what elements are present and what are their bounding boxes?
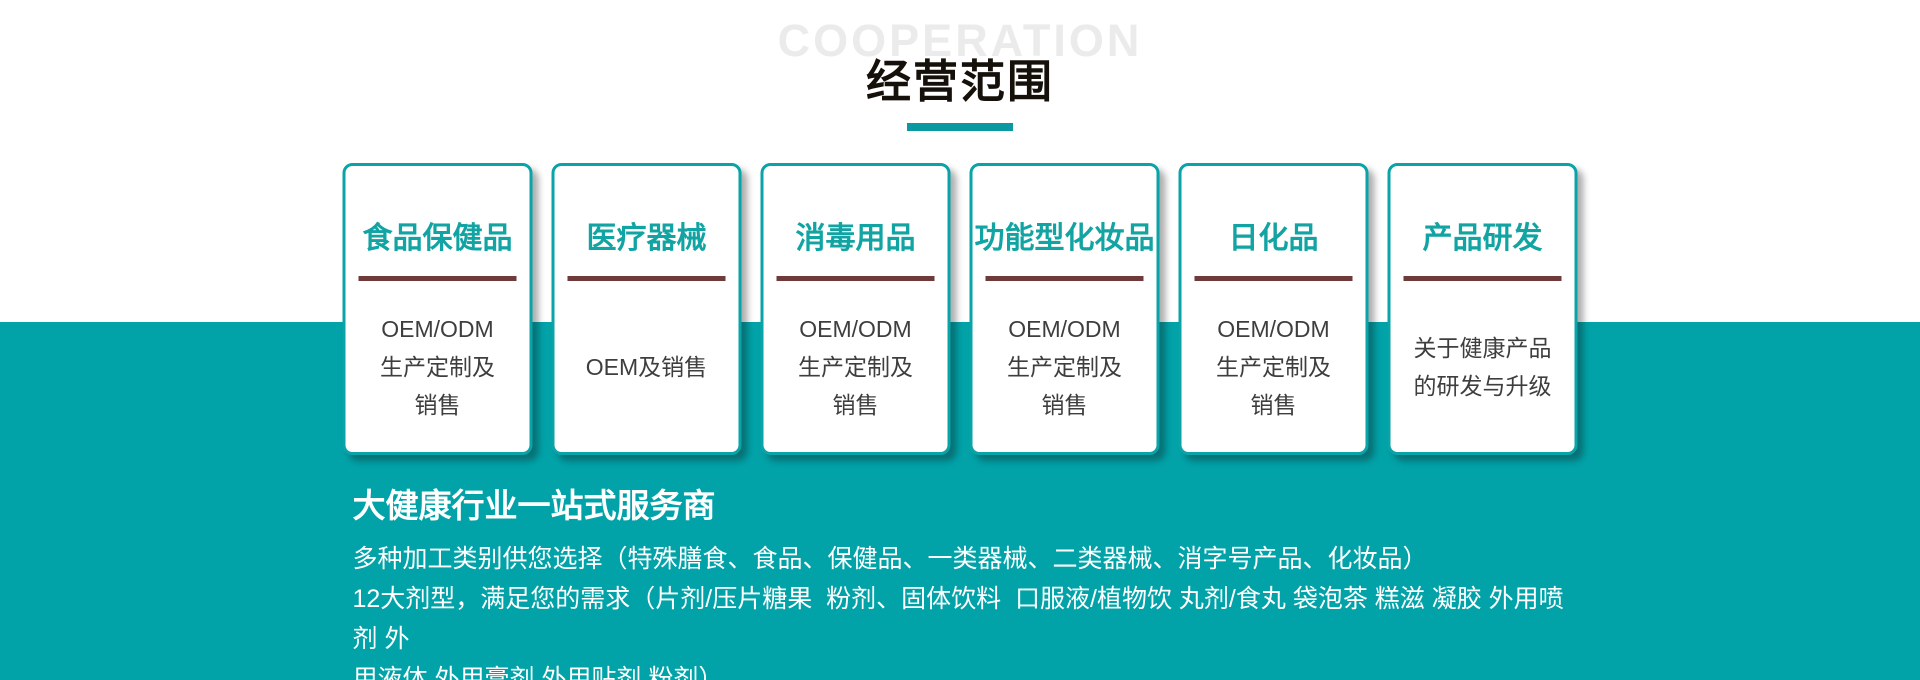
- card-description-line: 生产定制及: [798, 353, 913, 380]
- services-heading: 大健康行业一站式服务商: [352, 487, 716, 524]
- card-description: OEM/ODM 生产定制及销售: [764, 281, 948, 452]
- card-title-underline: [1403, 276, 1562, 281]
- card-title: 功能型化妆品: [974, 222, 1155, 255]
- card-description-line: OEM/ODM: [799, 315, 912, 342]
- business-card: 消毒用品 OEM/ODM 生产定制及销售: [760, 163, 951, 455]
- business-card: 产品研发 关于健康产品的研发与升级: [1387, 163, 1578, 455]
- card-description-line: OEM/ODM: [1217, 315, 1330, 342]
- title-divider: [907, 123, 1013, 131]
- card-title-underline: [776, 276, 935, 281]
- business-cards-row: 食品保健品 OEM/ODM 生产定制及销售 医疗器械 OEM及销售 消毒用品 OE…: [342, 163, 1578, 455]
- card-title: 产品研发: [1422, 222, 1543, 255]
- card-description-line: OEM/ODM: [381, 315, 494, 342]
- card-description: OEM/ODM 生产定制及销售: [346, 281, 530, 452]
- services-detail-line: 多种加工类别供您选择（特殊膳食、食品、保健品、一类器械、二类器械、消字号产品、化…: [352, 545, 1428, 573]
- card-title-underline: [567, 276, 726, 281]
- services-summary: 大健康行业一站式服务商 多种加工类别供您选择（特殊膳食、食品、保健品、一类器械、…: [343, 485, 1578, 680]
- services-detail-line: 用液体 外用膏剂 外用贴剂 粉剂）: [352, 665, 724, 680]
- teal-background-band: [0, 322, 1920, 680]
- card-description-line: 关于健康产品: [1413, 334, 1552, 361]
- services-detail-line: 12大剂型，满足您的需求（片剂/压片糖果 粉剂、固体饮料 口服液/植物饮 丸剂/…: [352, 585, 1564, 653]
- card-description-line: 销售: [832, 391, 879, 418]
- card-title-underline: [1194, 276, 1353, 281]
- card-description-line: 销售: [414, 391, 461, 418]
- card-title-underline: [985, 276, 1144, 281]
- business-card: 日化品 OEM/ODM 生产定制及销售: [1178, 163, 1369, 455]
- card-description: OEM/ODM 生产定制及销售: [1182, 281, 1366, 452]
- card-description-line: 生产定制及: [1007, 353, 1122, 380]
- business-card: 医疗器械 OEM及销售: [551, 163, 742, 455]
- card-description-line: OEM及销售: [585, 353, 708, 380]
- services-detail-text: 多种加工类别供您选择（特殊膳食、食品、保健品、一类器械、二类器械、消字号产品、化…: [353, 539, 1578, 680]
- cooperation-watermark: COOPERATION: [777, 15, 1143, 66]
- card-description: 关于健康产品的研发与升级: [1391, 281, 1575, 452]
- business-card: 食品保健品 OEM/ODM 生产定制及销售: [342, 163, 533, 455]
- card-description-line: OEM/ODM: [1008, 315, 1121, 342]
- card-description-line: 销售: [1250, 391, 1297, 418]
- card-description-line: 销售: [1041, 391, 1088, 418]
- card-description: OEM/ODM 生产定制及销售: [973, 281, 1157, 452]
- card-title: 医疗器械: [586, 222, 707, 255]
- page-title: 经营范围: [865, 56, 1054, 107]
- card-description-line: 的研发与升级: [1413, 372, 1552, 399]
- card-title-underline: [358, 276, 517, 281]
- card-description-line: 生产定制及: [380, 353, 495, 380]
- card-title: 食品保健品: [362, 222, 513, 255]
- card-description-line: 生产定制及: [1216, 353, 1331, 380]
- business-card: 功能型化妆品 OEM/ODM 生产定制及销售: [969, 163, 1160, 455]
- card-description: OEM及销售: [555, 281, 739, 452]
- card-title: 消毒用品: [795, 222, 916, 255]
- card-title: 日化品: [1228, 222, 1319, 255]
